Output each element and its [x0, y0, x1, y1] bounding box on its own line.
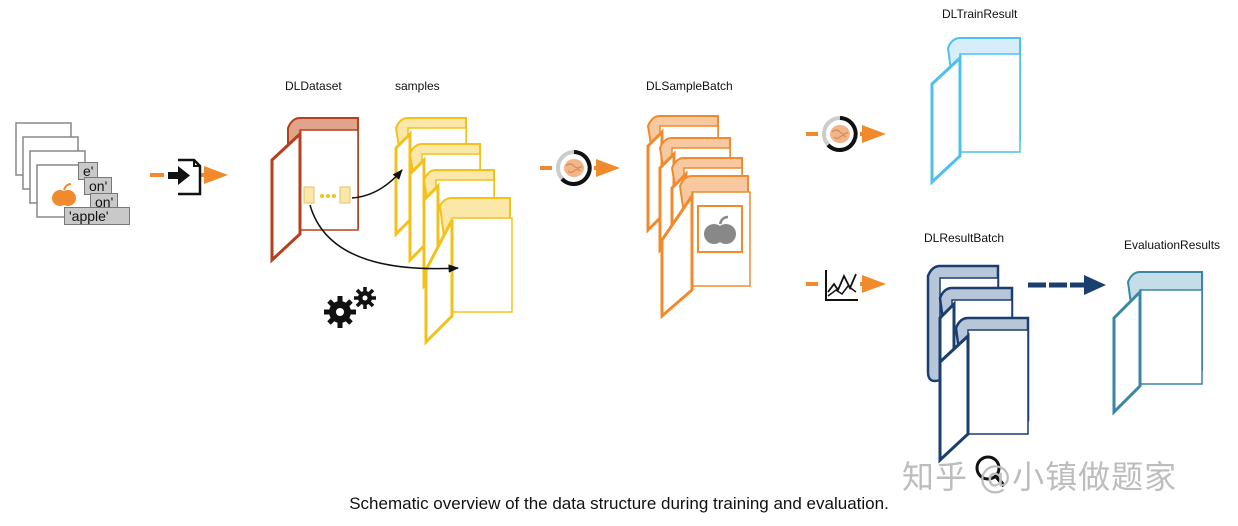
label-evaluationresults: EvaluationResults: [1124, 238, 1221, 252]
dltrainresult-book: [930, 37, 1021, 186]
chart-icon: [822, 268, 860, 301]
dldataset-book: [270, 117, 359, 264]
label-samples: samples: [395, 79, 440, 93]
apple-icon: [52, 183, 76, 206]
figure-caption: Schematic overview of the data structure…: [349, 494, 889, 513]
label-dldataset: DLDataset: [285, 79, 342, 93]
eval-arrow: [806, 268, 886, 301]
evaluationresults-book: [1112, 271, 1203, 416]
brain-icon: [556, 150, 592, 186]
watermark: 知乎 @小镇做题家: [902, 458, 1178, 496]
apple-icon: [704, 215, 736, 244]
brain-icon: [822, 116, 858, 152]
label-dltrainresult: DLTrainResult: [942, 7, 1018, 21]
connector-curve-bottom: [309, 204, 460, 273]
connector-curve-top: [351, 169, 403, 199]
dlresultbatch-stack: [926, 264, 1030, 464]
magnifier-icon: [975, 455, 1006, 488]
train-arrow: [806, 116, 886, 152]
label-dlresultbatch: DLResultBatch: [924, 231, 1005, 245]
image-stack: [15, 122, 93, 218]
dlsamplebatch-stack: [646, 115, 751, 320]
import-icon: [168, 158, 202, 196]
gears-icon: [324, 287, 376, 328]
navy-arrow: [1028, 275, 1106, 295]
samples-stack: [394, 117, 513, 346]
image-tag: on': [84, 177, 113, 195]
batch-arrow: [540, 150, 620, 186]
image-tag: 'apple': [64, 207, 130, 225]
label-dlsamplebatch: DLSampleBatch: [646, 79, 733, 93]
import-arrow: [150, 158, 228, 196]
